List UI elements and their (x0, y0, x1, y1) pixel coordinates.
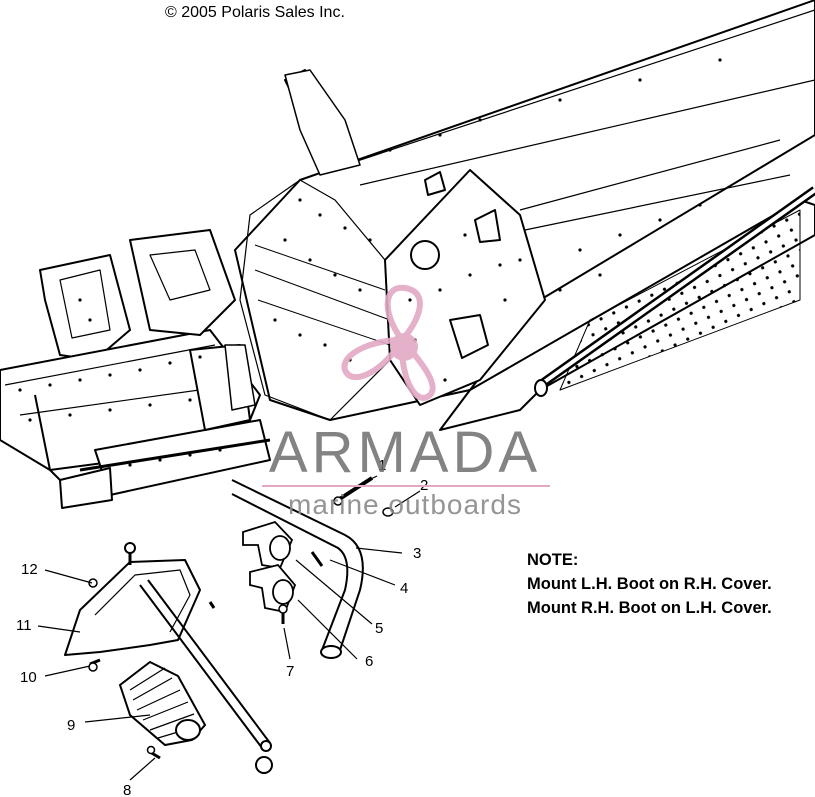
note-block: NOTE: Mount L.H. Boot on R.H. Cover. Mou… (527, 548, 772, 620)
part-screw (208, 551, 324, 624)
watermark-tagline: marine outboards (288, 489, 522, 520)
part-clamp-upper (242, 520, 294, 570)
callout-7: 7 (286, 663, 294, 680)
callout-4: 4 (400, 580, 408, 597)
part-cable-tube (231, 479, 364, 659)
callout-12: 12 (21, 561, 38, 578)
part-steering-rod (139, 579, 273, 774)
note-line-2: Mount R.H. Boot on L.H. Cover. (527, 599, 772, 617)
part-washer (382, 507, 394, 517)
callout-3: 3 (413, 545, 421, 562)
callout-8: 8 (123, 782, 131, 797)
frame-rivets (18, 298, 222, 467)
part-boot (118, 660, 207, 747)
note-line-1: Mount L.H. Boot on R.H. Cover. (527, 575, 772, 593)
callout-numbers: 1 2 3 4 5 6 7 8 9 10 11 12 (16, 457, 428, 797)
leader-lines (37, 475, 421, 781)
part-fastener-bottom (88, 578, 161, 760)
note-title: NOTE: (527, 551, 579, 569)
part-clamp-lower (249, 563, 297, 614)
tunnel-assembly (234, 0, 815, 431)
copyright-text: © 2005 Polaris Sales Inc. (165, 4, 345, 21)
watermark-brand: ARMADA (269, 420, 541, 485)
callout-5: 5 (375, 620, 383, 637)
callout-10: 10 (20, 669, 37, 686)
propeller-logo (341, 284, 436, 401)
rivet-holes (273, 58, 722, 382)
callout-11: 11 (16, 617, 32, 634)
callout-9: 9 (67, 717, 75, 734)
front-frame (0, 229, 271, 509)
callout-6: 6 (365, 653, 373, 670)
callout-1: 1 (378, 457, 386, 474)
part-cover (64, 542, 201, 656)
